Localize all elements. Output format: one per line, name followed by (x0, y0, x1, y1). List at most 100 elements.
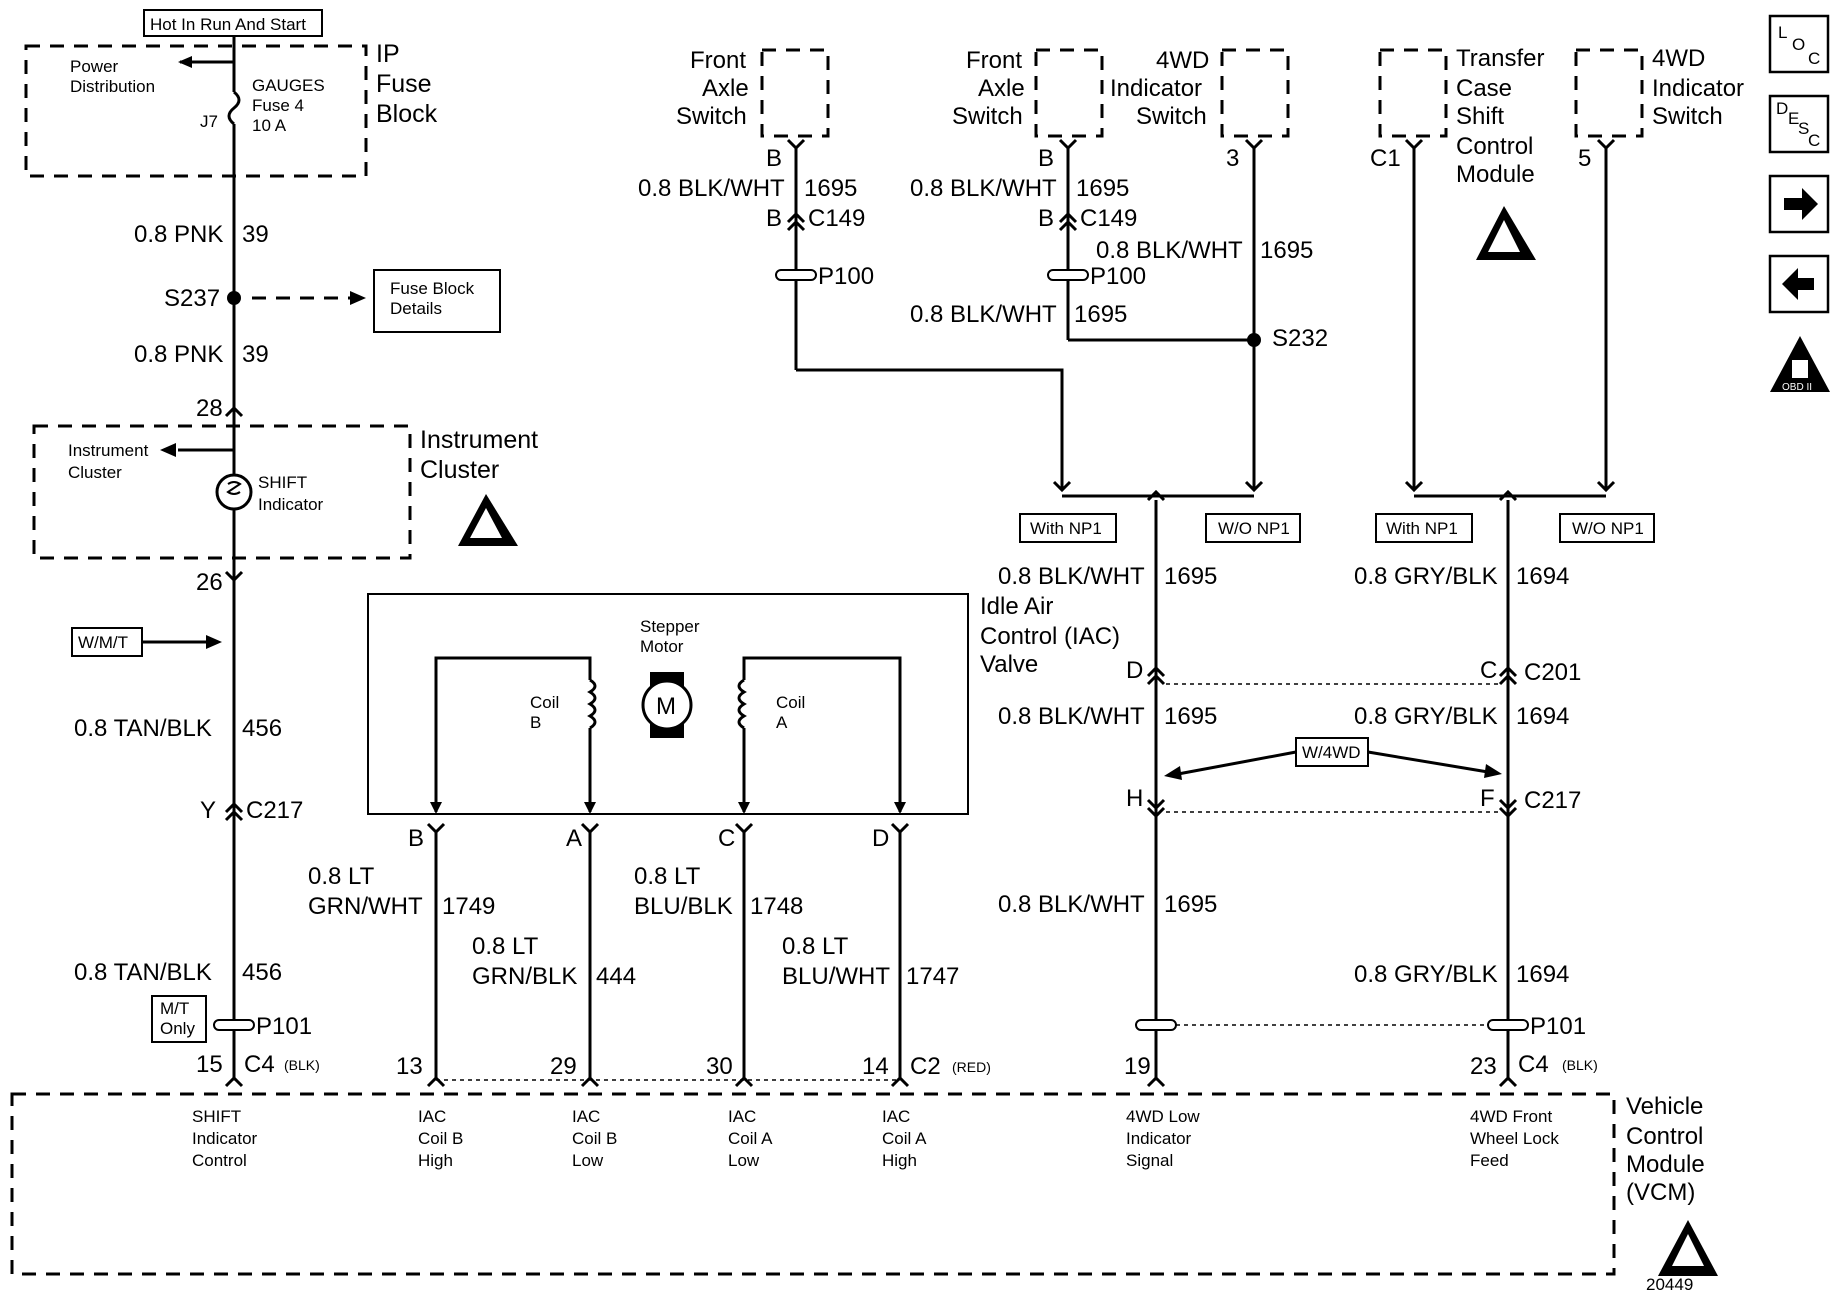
terminal-j7: J7 (200, 112, 218, 131)
arrow-left-icon (160, 443, 176, 457)
svg-text:Switch: Switch (1136, 103, 1207, 130)
svg-text:L: L (1778, 23, 1787, 42)
svg-text:E: E (1788, 109, 1799, 128)
svg-text:Control: Control (192, 1151, 247, 1170)
svg-text:Coil A: Coil A (882, 1129, 927, 1148)
svg-text:Coil: Coil (530, 693, 559, 712)
wire-label: 0.8 TAN/BLK (74, 959, 212, 986)
svg-text:Indicator: Indicator (258, 495, 324, 514)
ip-fuse-block-title: IP (376, 40, 400, 68)
circuit-number: 1695 (804, 175, 857, 202)
grommet-icon (213, 1019, 255, 1031)
svg-text:BLU/WHT: BLU/WHT (782, 963, 890, 990)
svg-text:Coil B: Coil B (418, 1129, 463, 1148)
4wd-indicator-switch-2-box (1574, 48, 1644, 138)
circuit-number: 1748 (750, 893, 803, 920)
iac-pin-d: D (872, 825, 889, 852)
obd-ii-button[interactable]: OBD II (1770, 336, 1830, 393)
terminal-19: 19 (1124, 1053, 1151, 1080)
description-button[interactable]: D E S C (1768, 94, 1830, 154)
svg-text:Coil B: Coil B (572, 1129, 617, 1148)
svg-text:Indicator: Indicator (192, 1129, 258, 1148)
pin-d: D (1126, 657, 1143, 684)
wire-label: 0.8 GRY/BLK (1354, 703, 1498, 730)
svg-text:Only: Only (160, 1019, 195, 1038)
svg-text:B: B (766, 205, 782, 232)
circuit-number: 456 (242, 959, 282, 986)
svg-text:Fuse: Fuse (376, 70, 432, 98)
svg-text:S: S (1798, 119, 1809, 138)
svg-text:Low: Low (728, 1151, 760, 1170)
coil-a-icon (737, 678, 747, 730)
terminal-28: 28 (196, 395, 223, 422)
svg-text:D: D (1776, 99, 1788, 118)
wire-label: 0.8 LT (308, 863, 375, 890)
w4wd-box (1295, 737, 1369, 767)
vcm-pin-label: IAC Coil A High (882, 1107, 927, 1170)
svg-text:M/T: M/T (160, 999, 189, 1018)
fuse-name: GAUGES (252, 76, 325, 95)
terminal-14: 14 (862, 1053, 889, 1080)
stepper-motor-icon: M (641, 672, 693, 738)
previous-arrow-button[interactable] (1768, 254, 1830, 314)
svg-text:Switch: Switch (676, 103, 747, 130)
grommet-icon (1047, 269, 1089, 281)
wire-label: 0.8 BLK/WHT (910, 175, 1057, 202)
svg-text:Control: Control (1626, 1123, 1703, 1150)
vcm-pin-label: IAC Coil B Low (572, 1107, 617, 1170)
esd-warning-icon (1476, 206, 1536, 260)
pin-f: F (1480, 785, 1495, 812)
connector-c217: C217 (246, 797, 303, 824)
svg-text:C: C (1808, 131, 1820, 150)
svg-text:GRN/BLK: GRN/BLK (472, 963, 577, 990)
with-np1-box-b (1375, 513, 1473, 543)
svg-text:Signal: Signal (1126, 1151, 1173, 1170)
svg-text:W/M/T: W/M/T (78, 633, 128, 652)
wire-label: 0.8 BLK/WHT (1096, 237, 1243, 264)
svg-text:Switch: Switch (1652, 103, 1723, 130)
svg-text:O: O (1792, 35, 1805, 54)
svg-text:(BLK): (BLK) (1562, 1057, 1598, 1073)
splice-s232: S232 (1272, 325, 1328, 352)
vcm-box (10, 1092, 1616, 1276)
svg-text:OBD II: OBD II (1782, 382, 1812, 393)
wire-label: 0.8 BLK/WHT (998, 563, 1145, 590)
splice-dot (227, 291, 241, 305)
location-button[interactable]: L O C (1768, 14, 1830, 74)
svg-text:Control: Control (1456, 133, 1533, 160)
circuit-number: 444 (596, 963, 636, 990)
4wd-indicator-switch-1-title: 4WD (1156, 47, 1209, 74)
passthrough-p101: P101 (256, 1013, 312, 1040)
vcm-pin-label: IAC Coil A Low (728, 1107, 773, 1170)
fuse-block-details-box (373, 269, 501, 333)
wo-np1-box-a (1205, 513, 1301, 543)
svg-text:Indicator: Indicator (1110, 75, 1202, 102)
connector-c149: C149 (1080, 205, 1137, 232)
svg-text:Hot In Run And Start: Hot In Run And Start (150, 15, 306, 34)
power-distribution-label: Power (70, 57, 119, 76)
wire-label: 0.8 BLK/WHT (910, 301, 1057, 328)
terminal-13: 13 (396, 1053, 423, 1080)
svg-text:Block: Block (376, 100, 438, 128)
svg-text:Cluster: Cluster (420, 456, 499, 484)
circuit-number: 1695 (1164, 703, 1217, 730)
svg-text:Wheel Lock: Wheel Lock (1470, 1129, 1559, 1148)
svg-text:IAC: IAC (572, 1107, 600, 1126)
fuse-rating: 10 A (252, 116, 287, 135)
instrument-cluster-box (32, 424, 412, 560)
4wd-indicator-switch-1-box (1220, 48, 1290, 138)
circuit-number: 1695 (1076, 175, 1129, 202)
arrow-right-icon (1784, 188, 1818, 220)
pin-3: 3 (1226, 145, 1239, 172)
svg-text:Motor: Motor (640, 637, 684, 656)
with-np1-box-a (1019, 513, 1117, 543)
svg-text:Module: Module (1456, 161, 1535, 188)
svg-text:Indicator: Indicator (1126, 1129, 1192, 1148)
vcm-pin-label: 4WD Low Indicator Signal (1126, 1107, 1200, 1170)
connector-c4: C4 (244, 1051, 275, 1078)
front-axle-switch-1-title: Front (690, 47, 746, 74)
next-arrow-button[interactable] (1768, 174, 1830, 234)
wire-label: 0.8 LT (782, 933, 849, 960)
svg-text:Cluster: Cluster (68, 463, 122, 482)
